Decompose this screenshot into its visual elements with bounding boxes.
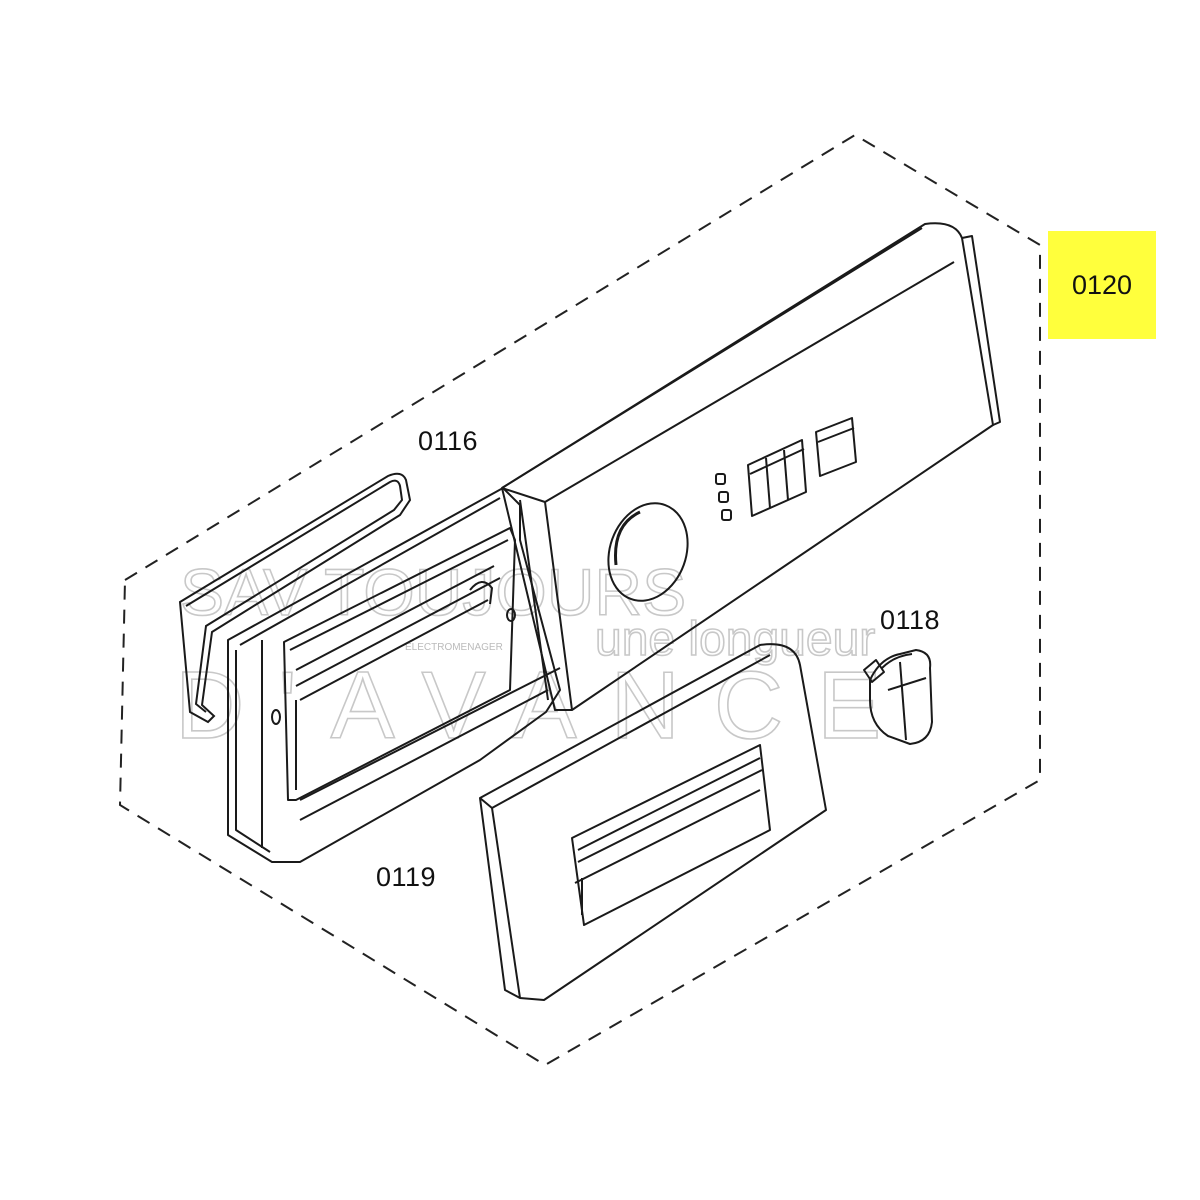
part-0118-knob: [863, 649, 933, 745]
callout-0119: 0119: [376, 862, 437, 892]
assembly-code-label: 0120: [1071, 269, 1133, 300]
part-0116-gasket: [178, 472, 412, 724]
callout-0116: 0116: [418, 426, 479, 456]
callout-0118: 0118: [880, 605, 941, 635]
watermark-line3: D'AVANCE: [175, 652, 915, 759]
assembly-code-badge: 0120: [1048, 231, 1156, 339]
assembly-boundary: [118, 133, 1041, 1067]
part-0119-drawer-front: [479, 643, 827, 1001]
part-0120-control-panel: [227, 222, 1001, 863]
watermark-small: ELECTROMENAGER: [405, 642, 503, 653]
